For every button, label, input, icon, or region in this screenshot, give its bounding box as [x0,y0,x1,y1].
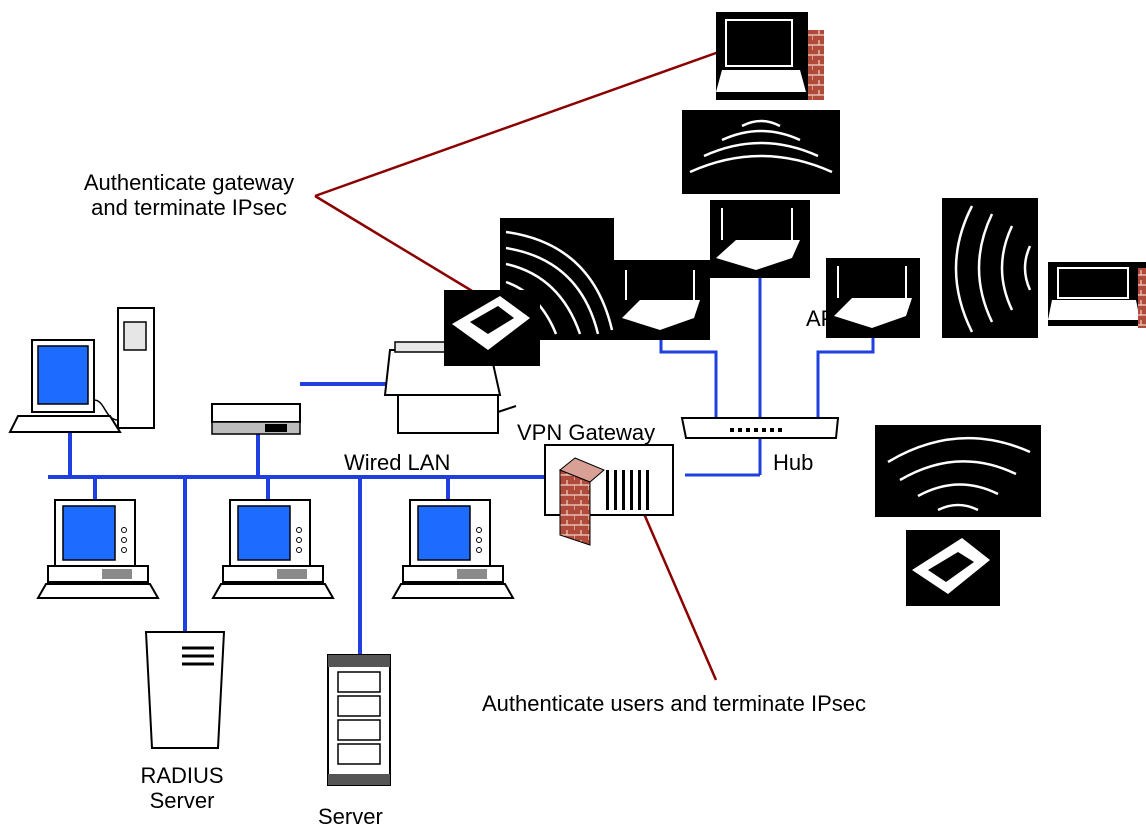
access-point-1 [614,260,710,340]
wireless-waves-top [682,110,840,194]
laptop-right [1048,262,1146,328]
annotation-authenticate-gateway: Authenticate gateway and terminate IPsec [83,170,295,221]
annotation-lines [314,46,731,681]
label-ap: AP [806,306,836,331]
radius-server [144,631,226,749]
access-point-3 [826,258,920,338]
annotation-authenticate-users: Authenticate users and terminate IPsec [482,691,866,716]
lan-pc-2 [211,499,335,599]
vpn-gateway-device [544,444,674,546]
label-wired-lan: Wired LAN [344,450,451,475]
access-point-2 [710,200,810,278]
wired-lan-cabling [48,382,548,655]
wireless-waves-bottom-right [875,425,1041,517]
label-vpn-gateway: VPN Gateway [517,420,656,445]
wireless-waves-right [942,198,1038,338]
lan-pc-1 [36,499,160,599]
pda-left [444,290,540,366]
label-radius-server: RADIUS Server [140,763,224,814]
desktop-pc-tower [8,307,155,433]
modem-box [211,403,301,435]
label-server: Server [318,804,383,829]
label-hub: Hub [773,450,814,475]
laptop-top [716,12,824,100]
printer [383,341,517,434]
lan-pc-3 [391,499,515,599]
hub-device [680,417,840,439]
pda-bottom-right [906,530,1000,606]
tower-server [327,654,391,786]
